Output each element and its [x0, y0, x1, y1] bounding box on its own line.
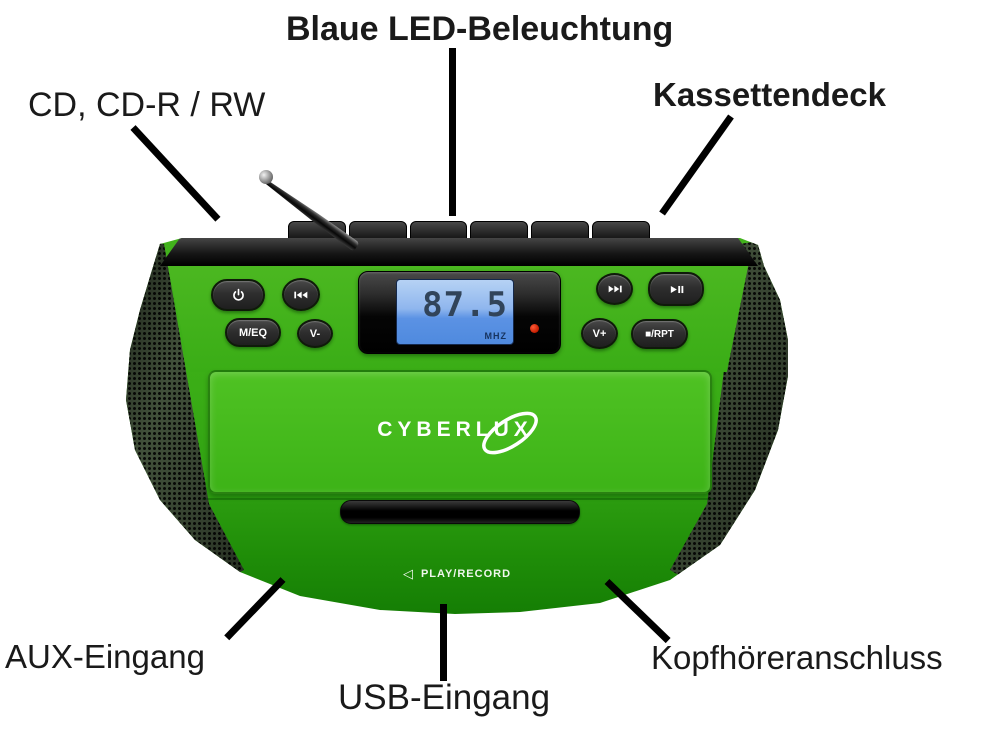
antenna-tip: [259, 170, 273, 184]
cd-slot: [340, 500, 580, 524]
label-headphone-jack: Kopfhöreranschluss: [651, 639, 943, 676]
play-pause-icon: [670, 285, 683, 293]
stop-repeat-button: ■/RPT: [631, 319, 688, 349]
pointer-line-led: [449, 48, 456, 216]
play-record-arrow-icon: ◁: [402, 566, 414, 581]
skip-back-icon: [294, 291, 308, 298]
pointer-line-usb: [440, 604, 447, 681]
power-button: [211, 279, 265, 311]
pointer-line-cd: [130, 125, 221, 222]
label-aux-input: AUX-Eingang: [5, 638, 205, 675]
frequency-value: 87.5: [422, 285, 508, 325]
label-blue-led: Blaue LED-Beleuchtung: [286, 10, 674, 48]
play-record-text: PLAY/RECORD: [420, 568, 512, 580]
power-icon: [232, 288, 244, 301]
label-cd-formats: CD, CD-R / RW: [28, 86, 266, 124]
play-record-label: ◁ PLAY/RECORD: [352, 566, 562, 582]
volume-up-button: V+: [581, 318, 618, 349]
display-bezel: 87.5 MHZ: [358, 271, 561, 354]
mode-eq-button: M/EQ: [225, 318, 281, 347]
volume-down-button: V-: [297, 319, 333, 348]
play-pause-button: [648, 272, 704, 306]
skip-forward-icon: [608, 285, 622, 293]
pointer-line-aux: [224, 577, 286, 641]
logo-swoosh-icon: [482, 411, 538, 455]
power-led: [530, 324, 539, 333]
pointer-line-cassette: [659, 114, 734, 216]
frequency-unit: MHZ: [484, 331, 507, 341]
lcd-screen: 87.5 MHZ: [396, 279, 514, 345]
label-cassette-deck: Kassettendeck: [653, 76, 886, 113]
panel-seam: [202, 498, 714, 500]
skip-back-button: [282, 278, 320, 311]
label-usb-input: USB-Eingang: [338, 678, 551, 717]
cd-door: [208, 370, 712, 494]
skip-forward-button: [596, 273, 633, 305]
top-bezel: [160, 238, 758, 266]
